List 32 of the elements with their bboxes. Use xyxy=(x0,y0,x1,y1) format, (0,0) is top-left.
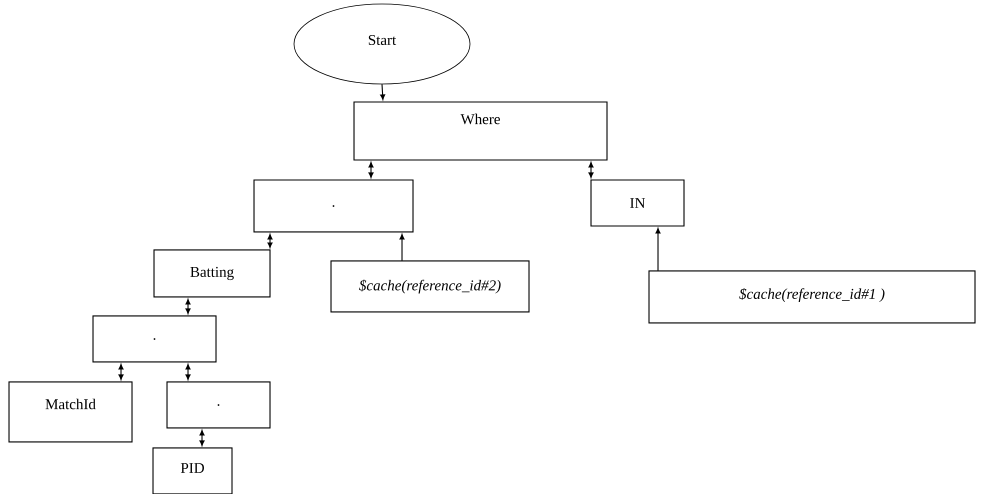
node-label: . xyxy=(332,205,334,207)
process-box xyxy=(152,447,233,494)
arrow xyxy=(400,234,405,260)
node-label: Where xyxy=(460,114,500,124)
arrow xyxy=(380,84,386,100)
arrow xyxy=(655,228,661,270)
arrow xyxy=(268,234,273,248)
node-label: $cache(reference_id#1 ) xyxy=(739,288,884,302)
node-label: . xyxy=(154,338,156,340)
arrow xyxy=(185,299,191,314)
node-label: . xyxy=(218,404,220,406)
node-label: IN xyxy=(630,198,646,208)
process-box xyxy=(8,381,133,443)
process-box xyxy=(253,179,414,233)
arrow xyxy=(199,430,205,446)
node-label: Batting xyxy=(190,266,234,280)
node-label: $cache(reference_id#2) xyxy=(359,279,501,294)
arrow xyxy=(368,162,374,178)
process-box xyxy=(166,381,271,429)
process-box xyxy=(648,270,976,324)
arrow xyxy=(185,364,191,380)
process-box xyxy=(153,249,271,298)
arrow xyxy=(118,364,124,380)
start-ellipse xyxy=(294,4,470,84)
process-box xyxy=(590,179,685,227)
process-box xyxy=(92,315,217,363)
node-label: MatchId xyxy=(46,398,96,410)
process-box xyxy=(353,101,608,161)
node-label: Start xyxy=(368,34,396,46)
arrow xyxy=(588,162,594,178)
node-label: PID xyxy=(180,463,204,473)
process-box xyxy=(330,260,530,313)
